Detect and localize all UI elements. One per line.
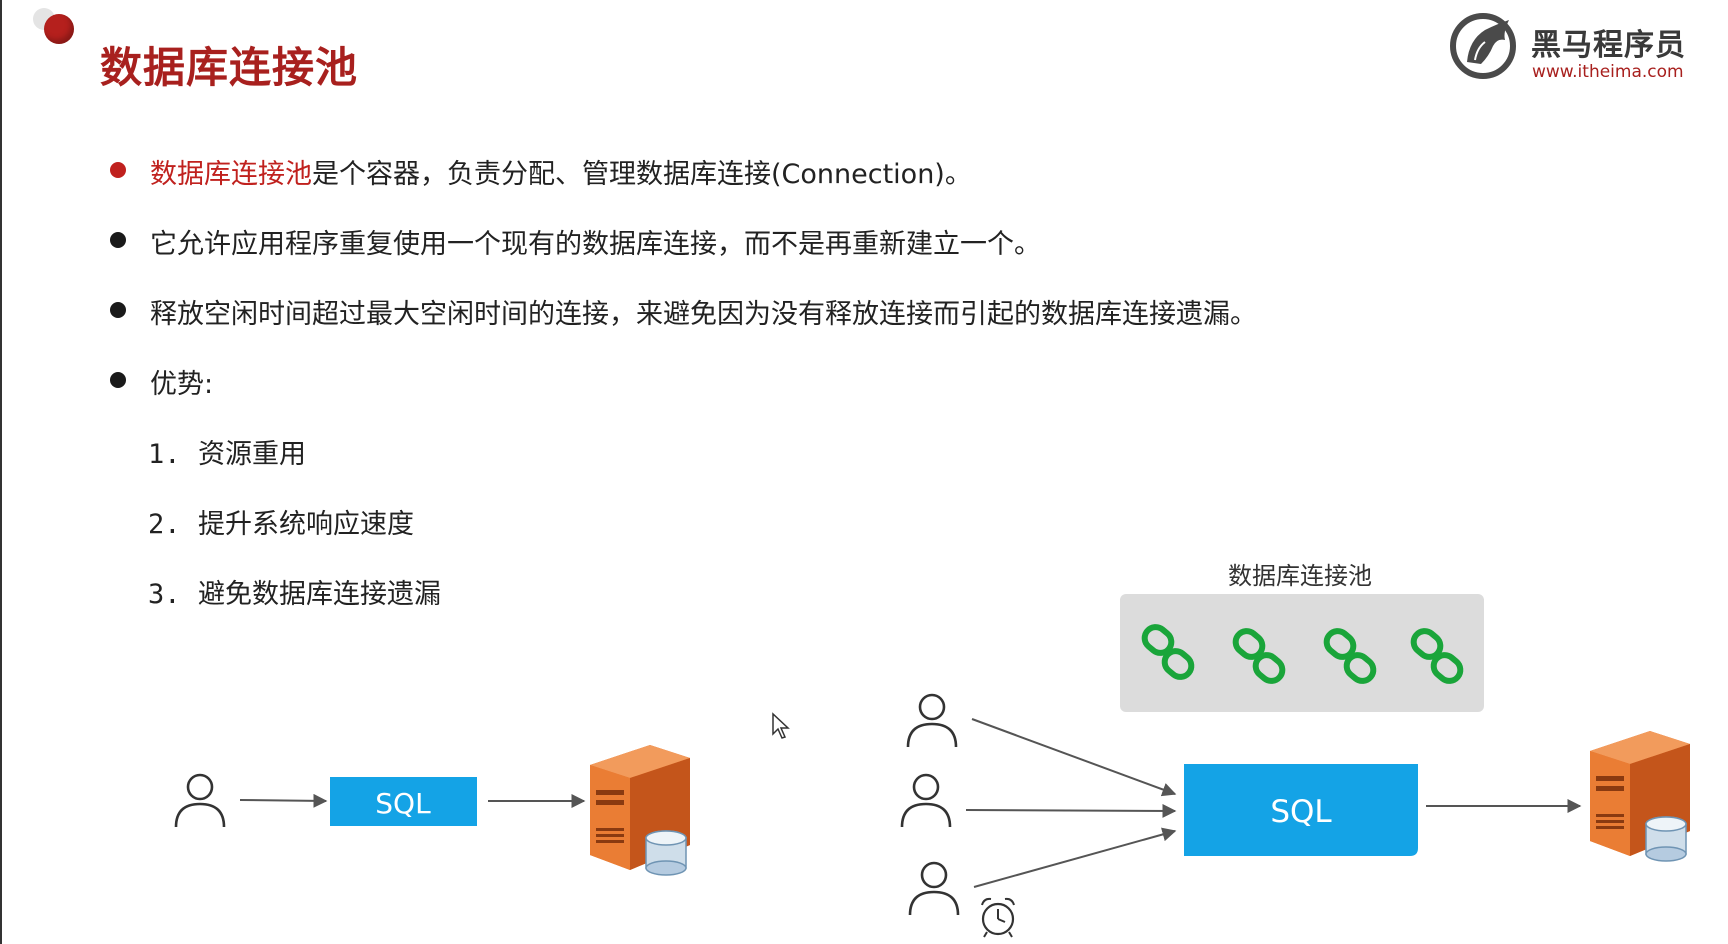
user-icon bbox=[908, 861, 960, 917]
advantage-text: 提升系统响应速度 bbox=[198, 509, 414, 540]
arrow-user-to-sql bbox=[239, 793, 328, 808]
advantage-number: 1. bbox=[148, 439, 181, 470]
horse-logo-icon bbox=[1450, 13, 1516, 79]
advantage-text: 避免数据库连接遗漏 bbox=[198, 579, 441, 610]
arrow-user2-to-sql bbox=[965, 803, 1177, 818]
bullet-text: 优势: bbox=[150, 369, 214, 400]
slide-left-border bbox=[0, 0, 2, 944]
advantage-text: 资源重用 bbox=[198, 439, 306, 470]
decor-dot-red bbox=[44, 14, 74, 44]
pool-caption: 数据库连接池 bbox=[1228, 562, 1372, 590]
bullet-text: 它允许应用程序重复使用一个现有的数据库连接，而不是再重新建立一个。 bbox=[150, 229, 1041, 260]
connection-pool-box bbox=[1120, 594, 1484, 712]
mouse-cursor-icon bbox=[772, 712, 790, 739]
database-server-icon bbox=[1589, 730, 1691, 862]
bullet-text: 释放空闲时间超过最大空闲时间的连接，来避免因为没有释放连接而引起的数据库连接遗漏… bbox=[150, 299, 1257, 330]
advantage-item: 1. 资源重用 bbox=[148, 432, 306, 471]
arrow-user3-to-sql bbox=[973, 827, 1177, 888]
logo: 黑马程序员 www.itheima.com bbox=[1447, 10, 1717, 82]
bullet-marker bbox=[110, 232, 126, 248]
database-server-icon bbox=[589, 744, 691, 876]
sql-box-right bbox=[1184, 764, 1418, 856]
bullet-marker bbox=[110, 302, 126, 318]
advantage-item: 3. 避免数据库连接遗漏 bbox=[148, 572, 441, 611]
sql-label-left: SQL bbox=[375, 787, 431, 820]
user-icon bbox=[174, 773, 226, 829]
alarm-clock-icon bbox=[981, 897, 1015, 938]
advantage-item: 2. 提升系统响应速度 bbox=[148, 502, 414, 541]
bullet-highlight: 数据库连接池 bbox=[150, 159, 312, 190]
advantage-number: 2. bbox=[148, 509, 181, 540]
sql-label-right: SQL bbox=[1270, 794, 1332, 830]
arrow-user1-to-sql bbox=[971, 718, 1177, 797]
bullet-body: 是个容器，负责分配、管理数据库连接(Connection)。 bbox=[312, 159, 972, 190]
user-icon bbox=[906, 693, 958, 749]
bullet-text: 数据库连接池是个容器，负责分配、管理数据库连接(Connection)。 bbox=[150, 152, 972, 191]
sql-box-left bbox=[330, 777, 477, 826]
advantage-number: 3. bbox=[148, 579, 181, 610]
logo-name: 黑马程序员 bbox=[1531, 28, 1686, 63]
bullet-marker bbox=[110, 162, 126, 178]
bullet-marker bbox=[110, 372, 126, 388]
slide-title: 数据库连接池 bbox=[100, 43, 359, 92]
user-icon bbox=[900, 773, 952, 829]
logo-url: www.itheima.com bbox=[1532, 62, 1684, 82]
